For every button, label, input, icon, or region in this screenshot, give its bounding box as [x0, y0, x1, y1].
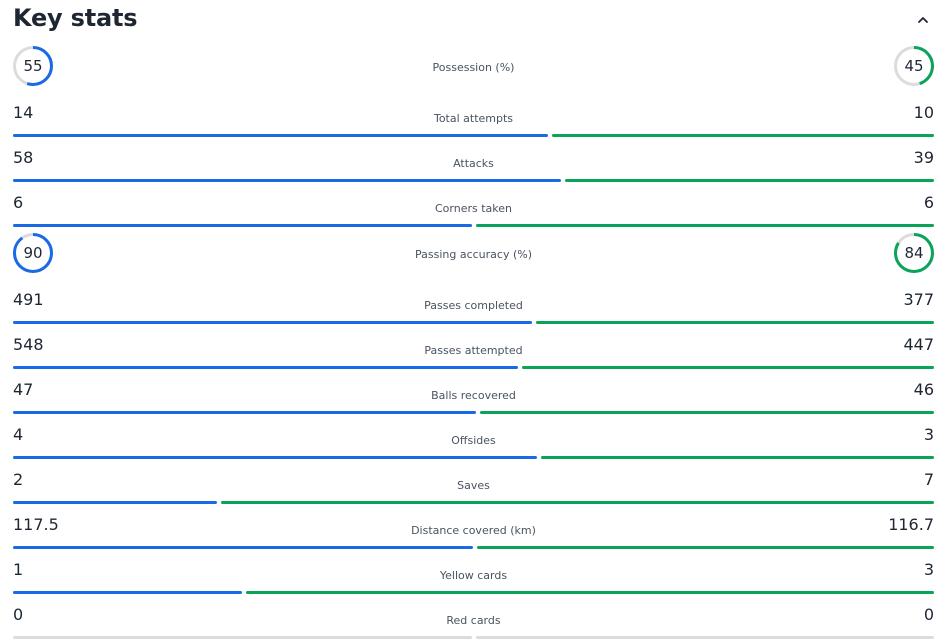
home-bar: [13, 456, 537, 459]
away-stat-value: 10: [913, 103, 934, 122]
stat-label: Attacks: [453, 157, 494, 170]
home-bar: [13, 321, 532, 324]
comparison-bar: [13, 224, 934, 227]
away-bar: [477, 546, 934, 549]
away-stat-value: 46: [913, 380, 934, 399]
away-bar: [541, 456, 934, 459]
home-stat-value: 6: [13, 193, 24, 212]
comparison-bar: [13, 411, 934, 414]
home-stat-value: 2: [13, 470, 24, 489]
comparison-bar: [13, 591, 934, 594]
stat-row: Passing accuracy (%) 90 84: [13, 227, 934, 279]
stat-label: Saves: [457, 479, 490, 492]
stat-row: Yellow cards 1 3: [13, 549, 934, 594]
away-stat-value: 447: [903, 335, 934, 354]
home-percentage-ring: 55: [13, 46, 53, 86]
away-bar: [565, 179, 934, 182]
comparison-bar: [13, 546, 934, 549]
away-bar: [475, 636, 934, 639]
away-bar: [475, 224, 934, 227]
away-bar: [551, 134, 934, 137]
away-bar: [480, 411, 934, 414]
stat-label: Red cards: [446, 614, 501, 627]
home-percentage-ring: 90: [13, 233, 53, 273]
stat-row: Total attempts 14 10: [13, 92, 934, 137]
comparison-bar: [13, 636, 934, 639]
stat-row: Distance covered (km) 117.5 116.7: [13, 504, 934, 549]
stat-row: Passes attempted 548 447: [13, 324, 934, 369]
stat-label: Possession (%): [432, 61, 515, 74]
key-stats-header: Key stats: [13, 0, 933, 40]
comparison-bar: [13, 321, 934, 324]
stat-row: Red cards 0 0: [13, 594, 934, 639]
stat-label: Corners taken: [435, 202, 512, 215]
home-stat-value: 90: [23, 244, 43, 262]
away-percentage-ring: 84: [894, 233, 934, 273]
away-stat-value: 377: [903, 290, 934, 309]
stat-row: Offsides 4 3: [13, 414, 934, 459]
home-stat-value: 47: [13, 380, 34, 399]
away-stat-value: 3: [923, 425, 934, 444]
away-stat-value: 0: [923, 605, 934, 624]
stat-label: Yellow cards: [439, 569, 508, 582]
stat-row: Possession (%) 55 45: [13, 40, 934, 92]
comparison-bar: [13, 179, 934, 182]
home-stat-value: 1: [13, 560, 24, 579]
stat-label: Passes attempted: [424, 344, 523, 357]
home-stat-value: 4: [13, 425, 24, 444]
home-bar: [13, 411, 477, 414]
home-stat-value: 548: [13, 335, 44, 354]
home-stat-value: 491: [13, 290, 44, 309]
away-stat-value: 116.7: [888, 515, 934, 534]
home-bar: [13, 501, 217, 504]
away-stat-value: 45: [904, 57, 924, 75]
stat-row: Corners taken 6 6: [13, 182, 934, 227]
stat-label: Distance covered (km): [411, 524, 536, 537]
home-bar: [13, 134, 548, 137]
chevron-up-icon[interactable]: [915, 12, 931, 28]
away-bar: [220, 501, 934, 504]
stat-label: Balls recovered: [431, 389, 516, 402]
home-stat-value: 0: [13, 605, 24, 624]
home-bar: [13, 366, 519, 369]
stat-label: Total attempts: [433, 112, 514, 125]
home-bar: [13, 636, 472, 639]
stat-label: Offsides: [451, 434, 496, 447]
home-stat-value: 58: [13, 148, 34, 167]
stat-row: Saves 2 7: [13, 459, 934, 504]
comparison-bar: [13, 366, 934, 369]
home-bar: [13, 591, 243, 594]
comparison-bar: [13, 501, 934, 504]
stat-label: Passing accuracy (%): [414, 248, 532, 261]
home-bar: [13, 546, 474, 549]
away-stat-value: 39: [913, 148, 934, 167]
away-percentage-ring: 45: [894, 46, 934, 86]
away-stat-value: 3: [923, 560, 934, 579]
home-stat-value: 55: [23, 57, 43, 75]
comparison-bar: [13, 134, 934, 137]
away-stat-value: 7: [923, 470, 934, 489]
stat-row: Attacks 58 39: [13, 137, 934, 182]
away-bar: [535, 321, 934, 324]
away-bar: [522, 366, 934, 369]
section-title: Key stats: [13, 4, 138, 32]
comparison-bar: [13, 456, 934, 459]
home-stat-value: 117.5: [13, 515, 59, 534]
stat-row: Passes completed 491 377: [13, 279, 934, 324]
home-bar: [13, 179, 562, 182]
away-stat-value: 84: [904, 244, 924, 262]
home-stat-value: 14: [13, 103, 34, 122]
away-stat-value: 6: [923, 193, 934, 212]
away-bar: [246, 591, 934, 594]
stat-label: Passes completed: [424, 299, 523, 312]
stat-row: Balls recovered 47 46: [13, 369, 934, 414]
home-bar: [13, 224, 472, 227]
